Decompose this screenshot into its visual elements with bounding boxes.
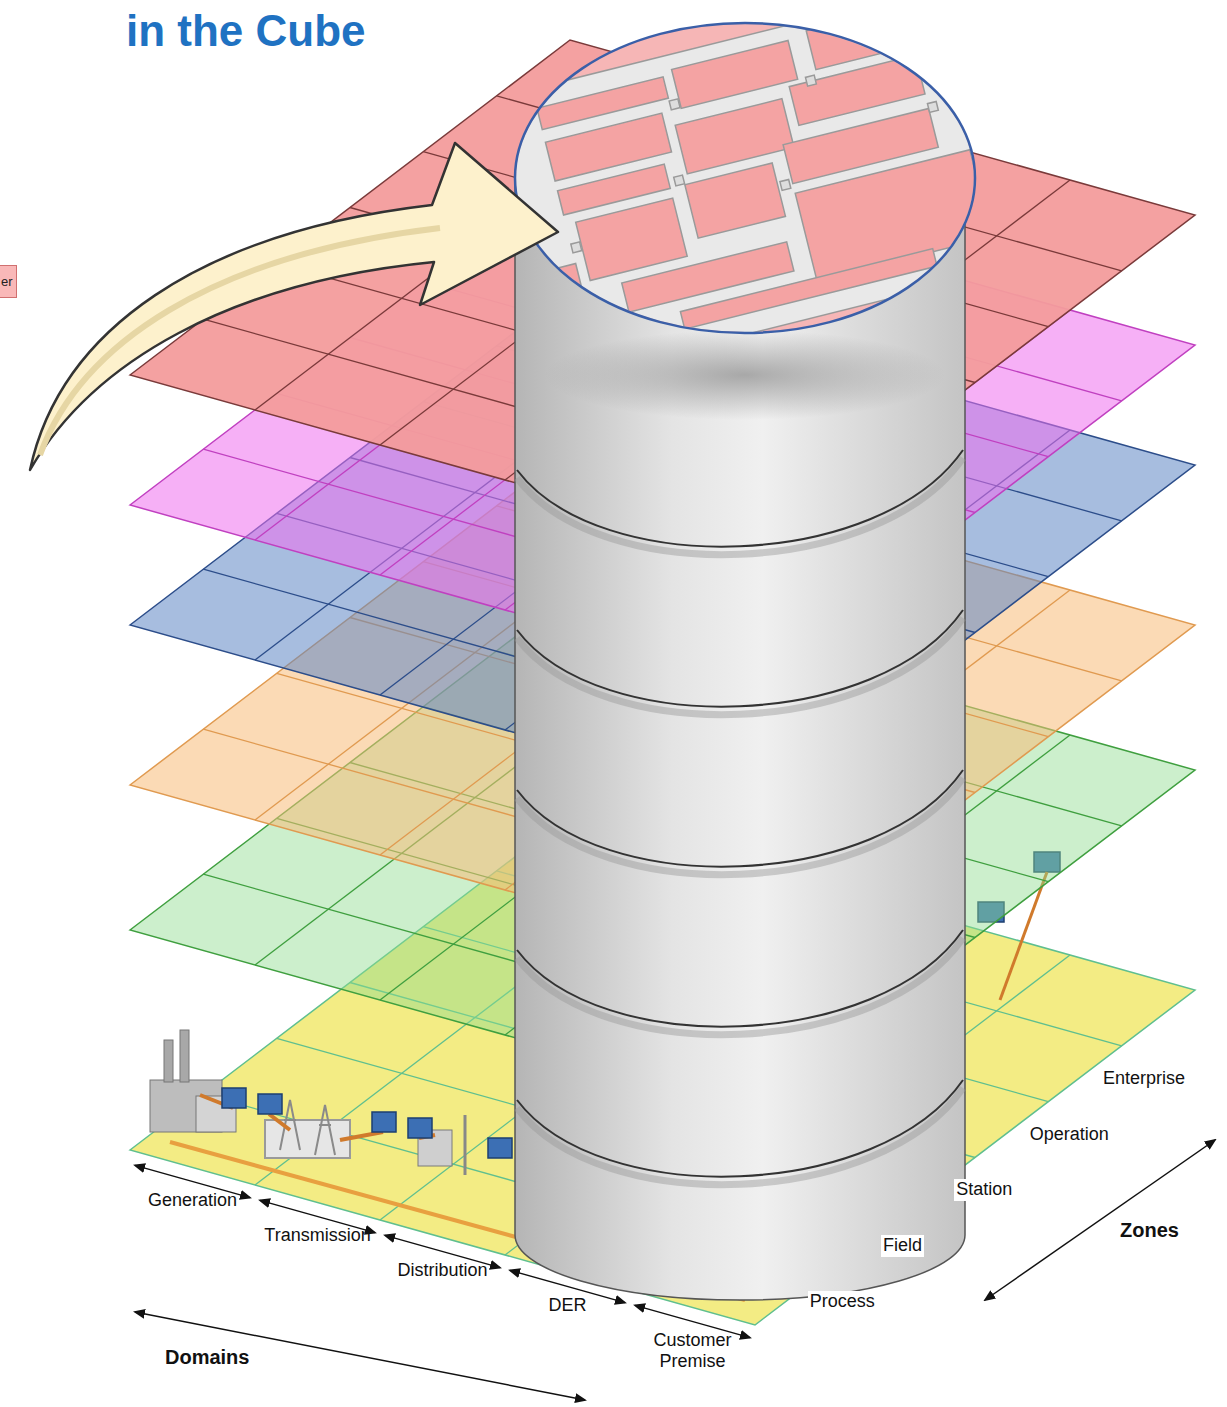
plant-chimney [180,1030,189,1082]
zone-label: Field [881,1235,924,1257]
actor-icon [927,101,938,112]
band-edge [517,450,963,547]
actor-icon [805,75,816,86]
zone-label: Station [954,1179,1014,1201]
ied-block [258,1094,282,1114]
cut-off-box: er [0,265,17,298]
band-edge [517,930,963,1027]
actor-box [680,249,937,329]
ied-block [408,1118,432,1138]
domain-label: Domains [165,1345,249,1369]
ied-block [222,1088,246,1108]
spiral-bands [517,450,963,1185]
band-edge [517,1080,963,1177]
actor-box [576,198,688,280]
actor-icon [780,179,791,190]
zoom-lens [474,0,1039,385]
link [340,1132,383,1140]
plant-chimney [164,1040,173,1082]
cylinder-shadow [545,330,945,420]
zone-label: Zones [1120,1218,1179,1242]
zone-label: Enterprise [1101,1068,1187,1090]
link [269,1114,290,1130]
actor-boxes [474,0,1039,385]
actor-icon [571,242,582,253]
actor-icon [669,99,680,110]
slide-title: in the Cube [126,6,366,56]
actor-box [675,99,794,174]
actor-box [685,163,786,238]
band-edge [517,610,963,707]
ied-block [488,1138,512,1158]
ied-block [372,1112,396,1132]
actor-box [927,9,992,89]
zoom-arrow [30,143,558,470]
band-edge [517,770,963,867]
actor-box [806,4,922,69]
domain-label: Customer Premise [643,1330,743,1373]
zone-label: Operation [1028,1124,1111,1146]
axis-arrows [135,1140,1215,1400]
actor-box [672,41,798,109]
substation-base [265,1120,350,1158]
box-text: er [1,274,13,289]
power-plant-icon [150,1030,236,1132]
lens-content [474,0,1039,385]
domain-label: Generation [148,1190,237,1212]
cylinder-body [515,178,965,1300]
domain-label: Distribution [397,1260,487,1282]
actor-icon [674,175,685,186]
cylinder [515,178,965,1300]
lens-outline [515,23,975,333]
zones-axis-arrow [985,1140,1215,1300]
zoom-arrow-hatch [40,228,440,455]
zone-label: Process [808,1291,877,1313]
actor-box [474,0,1029,385]
domains-axis-arrow [135,1312,585,1400]
domain-label: Transmission [264,1225,370,1247]
pole [464,1115,467,1175]
domain-label: DER [548,1295,586,1317]
pylon [315,1105,335,1155]
